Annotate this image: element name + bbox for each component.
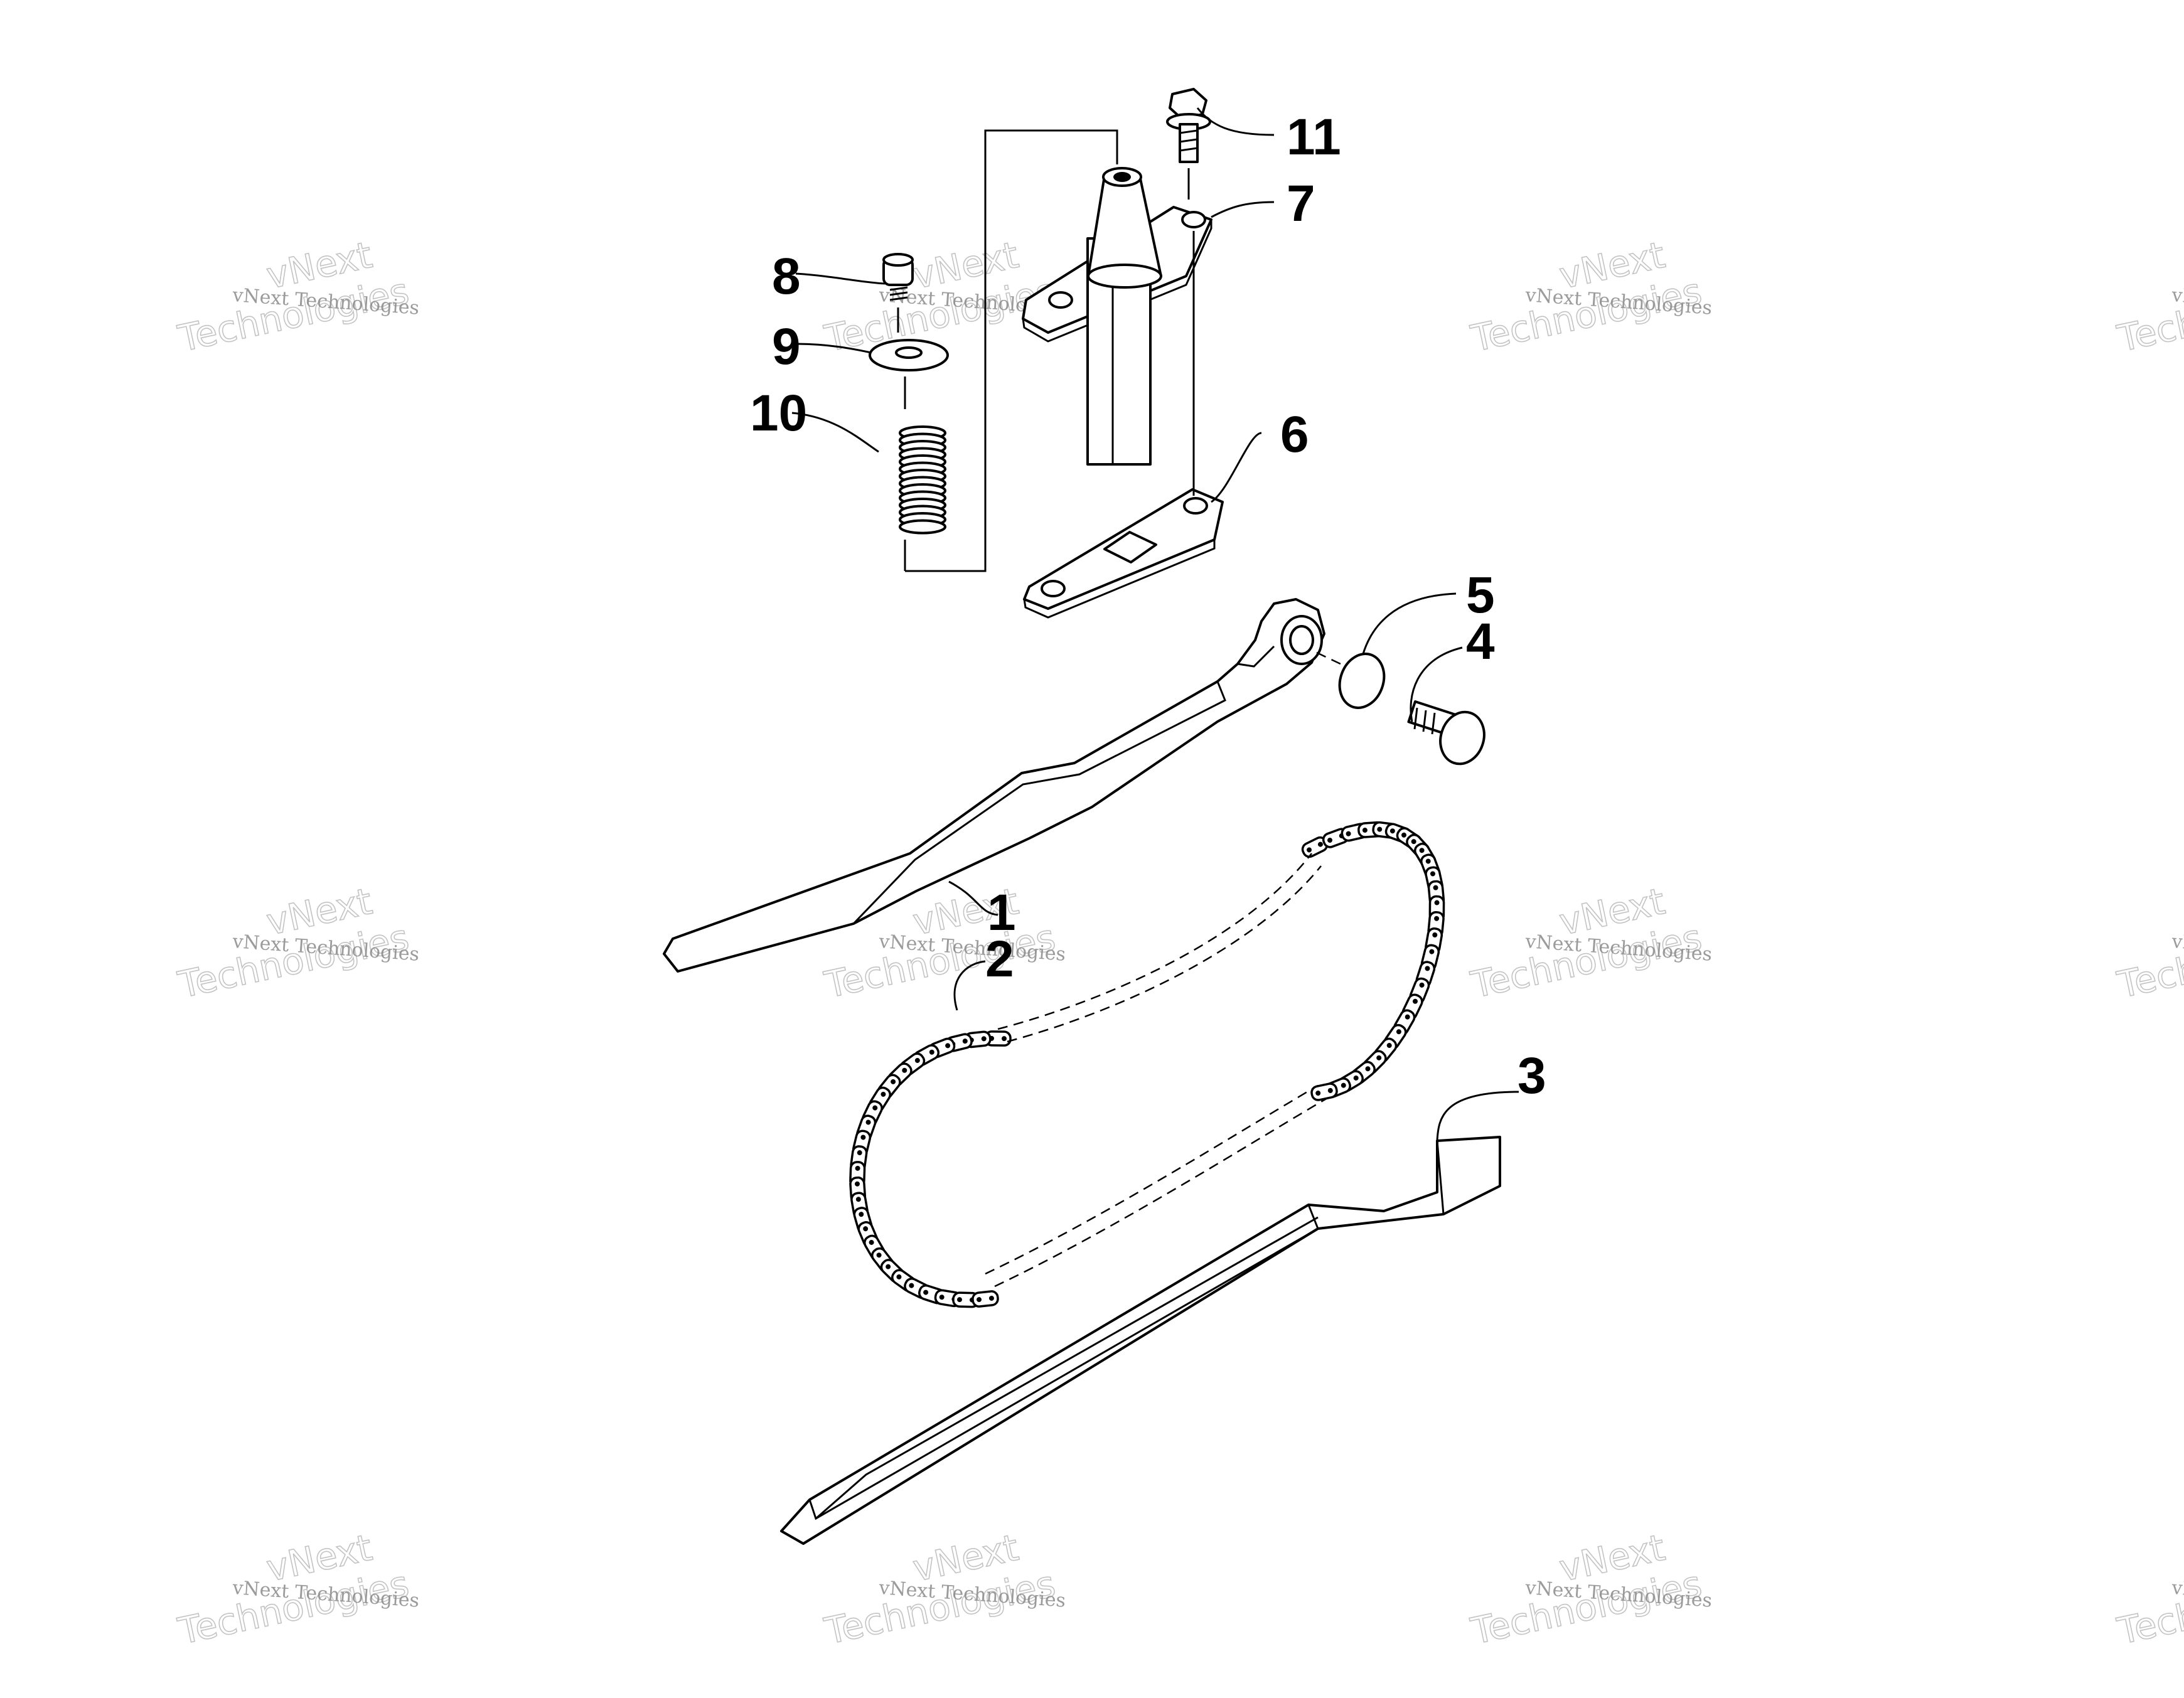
part-bracket-7 bbox=[1022, 167, 1212, 466]
callout-7: 7 bbox=[1287, 175, 1315, 232]
part-shoulder-bolt-4 bbox=[1407, 700, 1485, 766]
callout-4: 4 bbox=[1466, 613, 1495, 670]
part-spring-10 bbox=[899, 425, 946, 535]
callout-9: 9 bbox=[772, 318, 801, 375]
leader-lines bbox=[791, 107, 1519, 1141]
callout-1: 1 bbox=[987, 884, 1016, 941]
part-plate-6 bbox=[1023, 488, 1224, 619]
watermark-big-line-2: Technologies bbox=[2114, 270, 2184, 360]
part-guide-3 bbox=[780, 1136, 1501, 1545]
part-plunger-8 bbox=[882, 253, 914, 333]
part-oring-5 bbox=[1338, 653, 1386, 709]
part-bolt-11 bbox=[1166, 88, 1211, 200]
callout-11: 11 bbox=[1287, 109, 1341, 166]
callout-10: 10 bbox=[750, 385, 807, 442]
chain-link bbox=[1310, 1082, 1338, 1101]
part-chain-2 bbox=[849, 821, 1445, 1308]
spring-coil bbox=[899, 519, 946, 535]
chain-link bbox=[972, 1290, 999, 1308]
callout-8: 8 bbox=[772, 248, 801, 305]
callout-3: 3 bbox=[1518, 1047, 1546, 1104]
part-washer-9 bbox=[869, 339, 949, 409]
watermark-big-line-2: Technologies bbox=[2114, 1562, 2184, 1653]
assembly-guide-lines bbox=[904, 129, 1195, 572]
callout-6: 6 bbox=[1280, 406, 1309, 463]
part-arm-1 bbox=[663, 598, 1344, 973]
callout-labels: 1 2 3 4 5 6 7 8 9 10 11 bbox=[750, 109, 1546, 1104]
callout-2: 2 bbox=[985, 931, 1014, 988]
callout-5: 5 bbox=[1466, 567, 1495, 624]
watermark-big-line-2: Technologies bbox=[2114, 916, 2184, 1007]
